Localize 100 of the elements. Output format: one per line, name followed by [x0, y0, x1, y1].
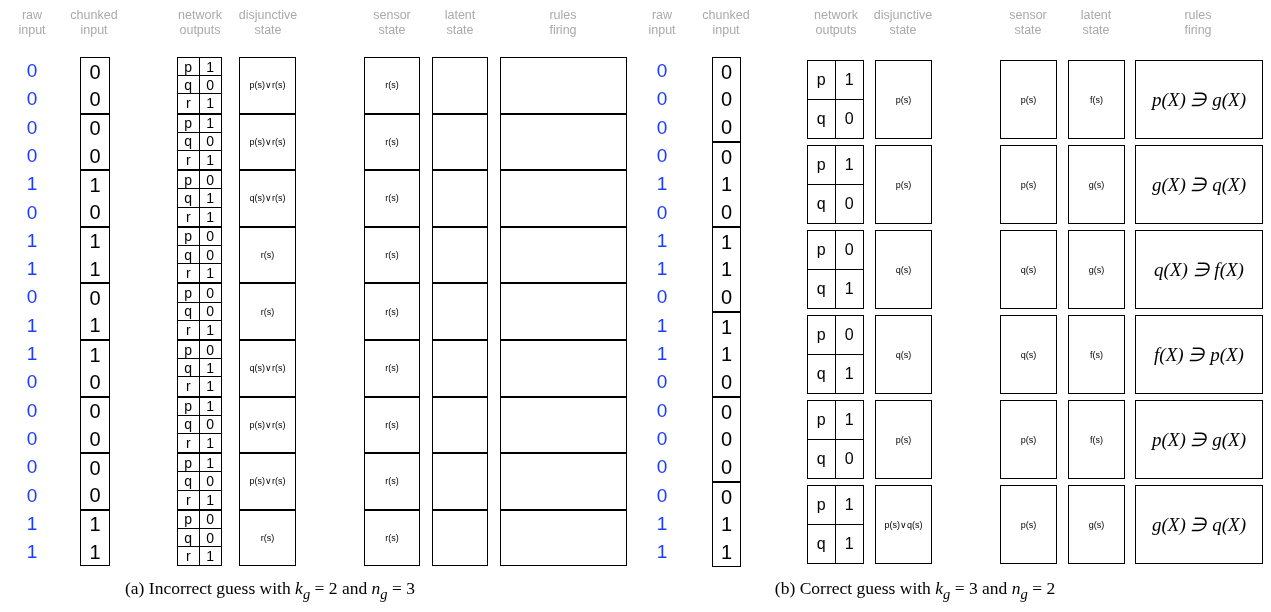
output-cell: p	[178, 171, 200, 190]
state-label: r(s)	[260, 533, 275, 544]
output-cell-text: 1	[205, 490, 216, 509]
column-header: latent state	[1080, 8, 1112, 38]
output-cell: r	[178, 207, 200, 226]
digit: 0	[89, 88, 101, 109]
digit: 0	[89, 401, 101, 422]
column-header: latent state	[444, 8, 476, 38]
digit: 0	[720, 457, 733, 478]
output-cell: 1	[835, 146, 863, 185]
output-cell: 1	[835, 61, 863, 100]
column-header: chunked input	[70, 8, 118, 38]
digit: 1	[89, 315, 101, 336]
raw-digit: 0	[26, 117, 38, 138]
output-cell: 0	[199, 171, 221, 190]
chunk-box	[712, 482, 741, 567]
digit: 0	[89, 485, 101, 506]
raw-digit: 1	[656, 542, 668, 563]
digit: 0	[720, 117, 733, 138]
output-cell: r	[178, 151, 200, 170]
digit: 0	[720, 146, 733, 167]
raw-digit: 0	[656, 202, 668, 223]
raw-digit: 1	[656, 259, 668, 280]
raw-digit: 0	[656, 61, 668, 81]
output-cell-text: 0	[843, 108, 855, 129]
state-box	[1000, 315, 1057, 394]
state-box	[875, 400, 932, 479]
digit: 1	[720, 231, 733, 252]
output-cell: 1	[835, 486, 863, 525]
output-cell: q	[178, 76, 200, 95]
output-cell: p	[178, 341, 200, 360]
state-box	[364, 283, 420, 340]
state-box	[239, 57, 296, 114]
empty-box	[500, 226, 627, 284]
raw-digit: 0	[656, 372, 668, 393]
output-cell-text: 1	[205, 94, 216, 113]
state-label: r(s)	[385, 306, 399, 317]
output-cell: r	[178, 547, 200, 566]
output-cell: r	[178, 94, 200, 113]
raw-digit: 1	[656, 344, 668, 364]
digit: 1	[89, 258, 101, 279]
output-cell: 0	[199, 529, 221, 548]
output-cell: p	[178, 114, 200, 133]
rule-formula: p(X) ∋ g(X)	[1152, 88, 1246, 111]
output-cell-text: 1	[205, 151, 216, 170]
raw-digit: 0	[656, 287, 668, 308]
output-cell: p	[178, 454, 200, 473]
output-cell: 0	[199, 510, 221, 529]
output-cell: q	[808, 99, 836, 138]
output-cell: 1	[199, 359, 221, 378]
state-label: q(s)	[895, 349, 912, 360]
state-box	[364, 509, 420, 567]
output-cell: 0	[199, 415, 221, 434]
output-cell: 0	[835, 316, 863, 355]
digit: 1	[89, 514, 101, 535]
raw-digit: 0	[26, 145, 38, 166]
state-box	[1068, 230, 1125, 309]
state-label: r(s)	[260, 306, 275, 317]
state-label: g(s)	[1088, 179, 1105, 190]
output-cell-text: 0	[843, 448, 855, 469]
state-box	[1068, 60, 1125, 139]
output-cell: q	[178, 302, 200, 321]
column-header: sensor state	[373, 8, 411, 38]
state-label: r(s)	[385, 363, 399, 374]
output-table	[177, 113, 222, 171]
output-cell: 0	[199, 302, 221, 321]
state-box	[239, 396, 296, 454]
rule-formula: g(X) ∋ q(X)	[1152, 513, 1246, 536]
state-box	[1000, 145, 1057, 224]
state-box	[239, 340, 296, 397]
rule-formula: p(X) ∋ g(X)	[1152, 428, 1246, 451]
digit: 0	[89, 288, 101, 309]
raw-digit: 1	[656, 513, 668, 534]
chunk-box	[712, 312, 741, 397]
rule-formula: q(X) ∋ f(X)	[1154, 258, 1244, 281]
output-cell: q	[178, 246, 200, 265]
state-label: r(s)	[385, 419, 399, 430]
output-cell: 1	[199, 189, 221, 208]
state-box	[875, 60, 932, 139]
output-cell: 0	[835, 231, 863, 270]
output-cell: 1	[199, 58, 221, 77]
state-label: f(s)	[1090, 349, 1103, 360]
output-table	[807, 230, 864, 309]
raw-digit: 0	[656, 89, 668, 110]
state-box	[239, 453, 296, 510]
raw-digit: 1	[26, 174, 38, 195]
raw-digit: 0	[26, 400, 38, 421]
digit: 0	[720, 287, 733, 308]
state-label: r(s)	[385, 193, 399, 204]
output-cell: q	[808, 524, 836, 563]
state-box	[875, 230, 932, 309]
state-label: q(s)	[1020, 264, 1037, 275]
output-cell: p	[808, 486, 836, 525]
output-table	[177, 226, 222, 284]
digit: 1	[720, 542, 733, 563]
chunk-box	[80, 57, 110, 114]
output-cell: 1	[199, 114, 221, 133]
chunk-box	[80, 453, 110, 510]
state-label: g(s)	[1088, 264, 1105, 275]
column-header: network outputs	[814, 8, 858, 38]
